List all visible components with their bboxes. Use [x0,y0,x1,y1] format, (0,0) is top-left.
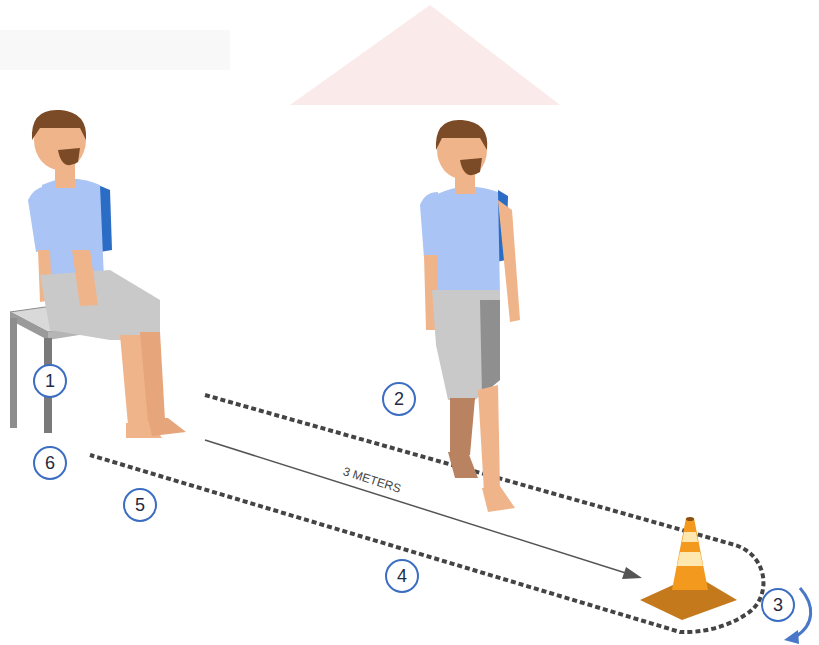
callout-circle: 5 [123,488,157,522]
callout-number: 1 [45,372,55,390]
seated-person [28,110,186,438]
walking-path [90,395,763,632]
turn-arrowhead [784,630,799,644]
walking-person [420,120,520,512]
callout-circle: 6 [33,446,67,480]
watermark [290,5,560,105]
dimension-line [205,440,632,575]
callout-number: 6 [45,454,55,472]
watermark-band [0,30,230,70]
callout-circle: 2 [382,382,416,416]
callout-circle: 3 [761,588,795,622]
traffic-cone [640,517,737,620]
dimension-arrowhead [622,567,642,579]
callout-number: 2 [394,390,404,408]
callout-number: 3 [773,596,783,614]
callout-number: 5 [135,496,145,514]
turn-arrow [795,588,811,637]
dimension-label: 3 METERS [338,463,405,496]
callout-circle: 4 [385,559,419,593]
callout-number: 4 [397,567,407,585]
callout-circle: 1 [33,364,67,398]
